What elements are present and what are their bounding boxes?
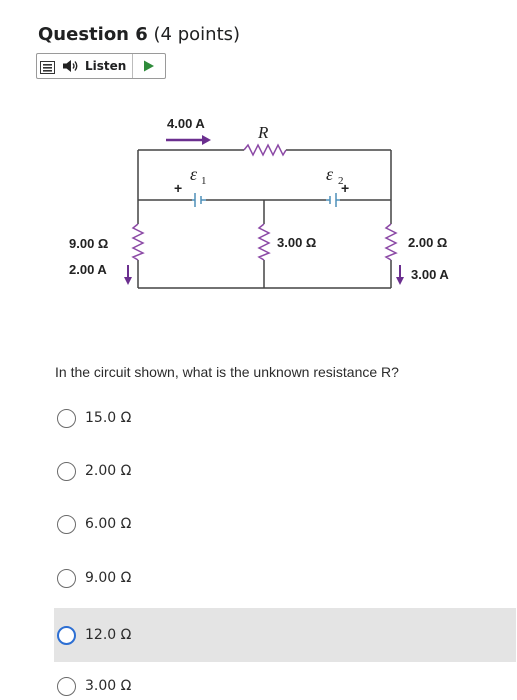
menu-icon[interactable] [40,61,56,75]
option-3[interactable]: 6.00 Ω [54,500,516,548]
listen-label: Listen [85,59,127,73]
circuit-wires [137,149,392,289]
resistor-right [384,223,398,261]
emf1-plus: + [174,180,182,196]
emf2-subscript: 2 [338,175,344,187]
current-arrow-top [166,135,211,145]
option-1[interactable]: 15.0 Ω [54,394,516,442]
option-label: 3.00 Ω [85,678,132,694]
question-title: Question 6 (4 points) [38,24,240,45]
play-button[interactable] [133,54,165,78]
right-resistance-label: 2.00 Ω [408,235,447,250]
circuit-diagram: 4.00 A R ε 1 + ε 2 + 9.00 Ω 2.00 A 3.00 … [0,100,517,310]
resistor-left [131,223,145,261]
option-label: 9.00 Ω [85,570,132,586]
option-label: 12.0 Ω [85,627,132,643]
battery-emf2 [326,193,340,207]
question-text: In the circuit shown, what is the unknow… [55,364,399,380]
question-points: (4 points) [153,24,241,45]
resistor-r [243,143,287,157]
left-current-label: 2.00 A [69,262,107,277]
listen-toolbar: Listen [36,53,166,79]
emf2-plus: + [341,180,349,196]
radio-button[interactable] [57,408,76,428]
listen-button[interactable]: Listen [56,54,134,78]
option-label: 15.0 Ω [85,410,132,426]
option-label: 6.00 Ω [85,516,132,532]
speaker-icon [62,59,80,73]
emf1-label: ε [190,164,198,184]
radio-button[interactable] [57,625,76,645]
emf2-label: ε [326,164,334,184]
option-2[interactable]: 2.00 Ω [54,447,516,495]
resistor-r-label: R [257,123,269,142]
play-icon [144,60,155,72]
radio-button[interactable] [57,514,76,534]
option-4[interactable]: 9.00 Ω [54,554,516,602]
right-current-label: 3.00 A [411,267,449,282]
battery-emf1 [192,193,206,207]
left-resistance-label: 9.00 Ω [69,236,108,251]
current-top-label: 4.00 A [167,116,205,131]
option-6[interactable]: 3.00 Ω [54,662,516,700]
option-label: 2.00 Ω [85,463,132,479]
current-arrow-right [396,265,404,285]
radio-button[interactable] [57,461,76,481]
option-5[interactable]: 12.0 Ω [54,608,516,662]
question-number: Question 6 [38,24,148,45]
emf1-subscript: 1 [201,175,207,187]
current-arrow-left [124,265,132,285]
resistor-middle [257,223,271,261]
middle-resistance-label: 3.00 Ω [277,235,316,250]
radio-button[interactable] [57,568,76,588]
radio-button[interactable] [57,676,76,696]
